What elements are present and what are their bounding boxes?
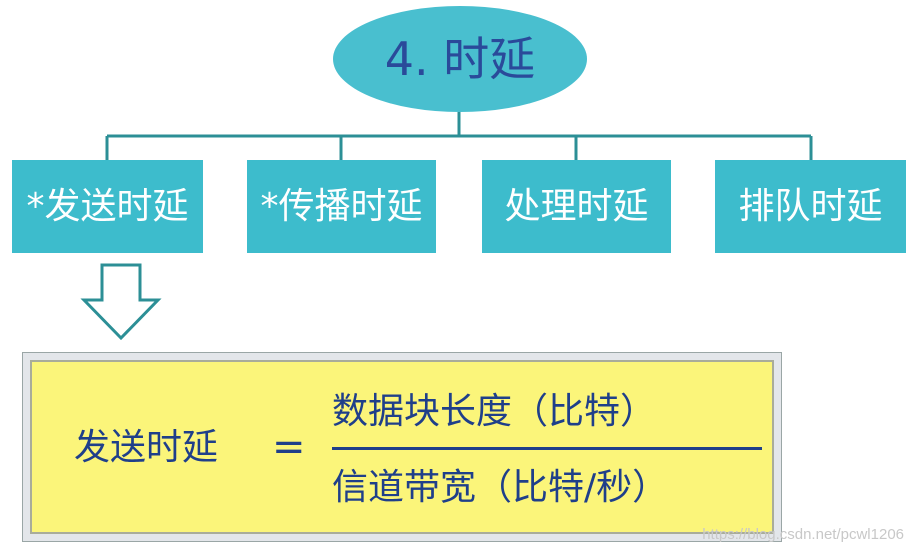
node-label: *传播时延 [260, 185, 423, 227]
down-arrow-icon [80, 263, 162, 341]
node-label: 排队时延 [738, 185, 883, 227]
root-node: 4. 时延 [333, 6, 587, 112]
formula-panel: 发送时延 = 数据块长度（比特） 信道带宽（比特/秒） [30, 360, 774, 534]
formula-lhs: 发送时延 [74, 427, 219, 468]
node-label: 处理时延 [504, 185, 649, 227]
node-queuing-delay: 排队时延 [715, 160, 906, 253]
formula-equals-sign: = [272, 424, 306, 470]
node-processing-delay: 处理时延 [482, 160, 671, 253]
node-propagation-delay: *传播时延 [247, 160, 436, 253]
formula-numerator: 数据块长度（比特） [332, 391, 657, 432]
root-node-label: 4. 时延 [384, 32, 536, 86]
fraction-bar [332, 447, 762, 450]
node-transmission-delay: *发送时延 [12, 160, 203, 253]
watermark: https://blog.csdn.net/pcwl1206 [702, 526, 904, 543]
node-label: *发送时延 [26, 185, 189, 227]
formula-frame: 发送时延 = 数据块长度（比特） 信道带宽（比特/秒） [22, 352, 782, 542]
formula-denominator: 信道带宽（比特/秒） [332, 467, 669, 508]
